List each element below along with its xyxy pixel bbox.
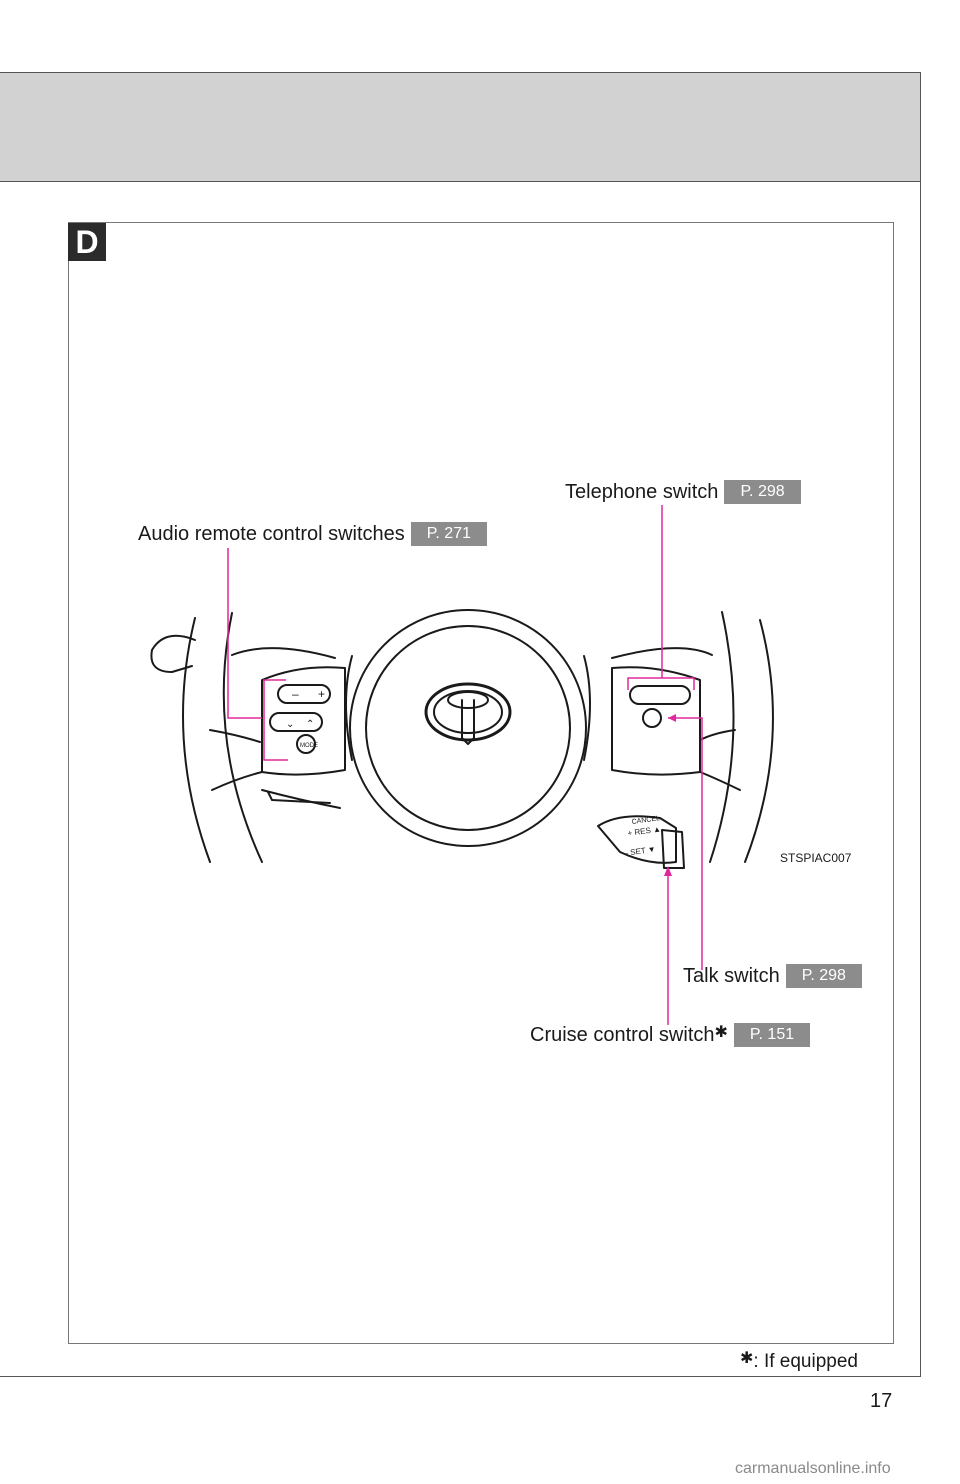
res-label: + RES ▲ xyxy=(627,824,661,838)
cruise-switch-label: Cruise control switch✱P. 151 xyxy=(530,1022,811,1047)
asterisk-icon: ✱ xyxy=(714,1024,728,1041)
mode-button-label: MODE xyxy=(300,743,318,749)
set-label: – SET ▼ xyxy=(623,845,656,858)
section-badge: D xyxy=(68,223,106,261)
footnote: ✱: If equipped xyxy=(740,1350,858,1372)
figure-frame xyxy=(68,222,894,1344)
audio-page-ref[interactable]: P. 271 xyxy=(410,522,487,546)
asterisk-icon: ✱ xyxy=(740,1350,754,1367)
svg-text:–: – xyxy=(292,687,299,701)
page-frame xyxy=(0,180,921,1377)
cruise-page-ref[interactable]: P. 151 xyxy=(733,1023,811,1047)
callout-lines xyxy=(227,505,703,1025)
telephone-page-ref[interactable]: P. 298 xyxy=(724,480,801,504)
header-band xyxy=(0,72,921,182)
page-number: 17 xyxy=(870,1390,893,1412)
svg-text:⌄: ⌄ xyxy=(286,719,294,730)
svg-text:+: + xyxy=(318,687,325,701)
cancel-label: CANCEL xyxy=(631,815,660,826)
talk-page-ref[interactable]: P. 298 xyxy=(785,964,862,988)
svg-text:⌃: ⌃ xyxy=(306,719,314,730)
figure-code: STSPIAC007 xyxy=(780,851,852,865)
watermark: carmanualsonline.info xyxy=(735,1460,891,1477)
